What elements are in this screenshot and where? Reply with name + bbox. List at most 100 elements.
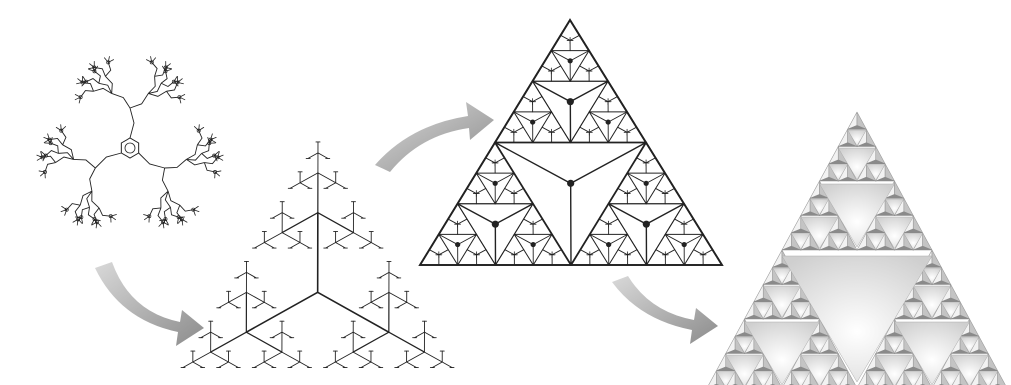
bond-chain xyxy=(167,191,180,206)
bond-chain xyxy=(80,206,90,218)
bond-chain xyxy=(50,142,59,154)
pyramid-face-base xyxy=(800,245,820,251)
tbutyl-bond xyxy=(80,216,83,224)
tbutyl-bond xyxy=(198,124,200,132)
tbutyl-bond xyxy=(178,216,183,223)
bond-chain xyxy=(148,83,162,94)
tree-twig xyxy=(343,212,354,219)
tree-twig xyxy=(263,301,275,309)
tree-twig xyxy=(299,182,311,189)
tree-branch xyxy=(317,172,337,184)
pyramid-hollow xyxy=(828,371,849,385)
bond-chain xyxy=(62,144,75,160)
tbutyl-bond xyxy=(162,221,165,229)
tree-branch xyxy=(317,212,355,234)
tree-twig xyxy=(271,331,283,339)
bond-chain xyxy=(44,162,56,173)
bond-chain xyxy=(186,159,205,166)
pyramid-hollow xyxy=(978,371,999,385)
pyramid-hollow xyxy=(950,354,989,385)
pyramid-hollow xyxy=(959,336,980,354)
tbutyl-bond xyxy=(177,82,184,85)
network-spoke xyxy=(513,233,534,246)
bond-chain xyxy=(60,130,67,145)
pyramid-face-base xyxy=(828,228,848,233)
tbutyl-bond xyxy=(178,94,186,98)
pyramid-face-base xyxy=(716,366,736,371)
tree-twig xyxy=(218,301,230,309)
tbutyl-bond xyxy=(107,59,114,63)
network-spoke xyxy=(589,249,600,256)
network-spoke xyxy=(607,111,628,123)
bond-chain xyxy=(151,62,158,77)
network-spoke xyxy=(447,218,459,225)
tree-twig xyxy=(424,331,435,339)
pyramid-face-base xyxy=(763,314,783,320)
bond-chain xyxy=(79,190,93,206)
network-node xyxy=(643,180,649,186)
network-spoke xyxy=(513,126,524,133)
tree-twig xyxy=(281,331,293,339)
tbutyl-bond xyxy=(94,218,98,226)
tree-twig xyxy=(253,361,265,368)
tree-twig xyxy=(281,212,293,219)
ester-oxygen xyxy=(163,69,168,74)
pyramid-face-base xyxy=(800,314,820,320)
tbutyl-bond xyxy=(94,65,98,72)
network-spoke xyxy=(607,96,618,103)
pyramid-face-base xyxy=(875,245,895,251)
network-node xyxy=(605,119,611,125)
tbutyl-bond xyxy=(146,59,153,63)
tbutyl-bond xyxy=(158,221,164,227)
network-spoke xyxy=(569,141,647,185)
bond-chain xyxy=(42,155,56,163)
network-spoke xyxy=(588,111,609,123)
network-spoke xyxy=(494,141,572,185)
tbutyl-bond xyxy=(177,78,183,83)
tree-twig xyxy=(378,271,390,279)
pyramid-hollow xyxy=(875,354,914,385)
network-spoke xyxy=(504,249,515,256)
network-spoke xyxy=(522,96,534,103)
tbutyl-bond xyxy=(110,215,116,221)
tbutyl-bond xyxy=(193,126,200,132)
bond-chain xyxy=(186,144,198,160)
pyramid-hollow xyxy=(715,371,736,385)
tbutyl-bond xyxy=(143,214,150,217)
tbutyl-bond xyxy=(210,133,213,140)
network-spoke xyxy=(569,34,580,41)
pyramid-face-base xyxy=(866,366,886,371)
network-spoke xyxy=(438,233,459,246)
pyramid-face-base xyxy=(950,314,970,320)
network-spoke xyxy=(693,249,704,256)
tree-twig xyxy=(253,301,265,309)
tbutyl-bond xyxy=(46,137,52,144)
tree-twig xyxy=(200,331,212,339)
bond-chain xyxy=(105,62,112,77)
bond-chain xyxy=(89,167,96,192)
bond-chain xyxy=(138,152,165,169)
ester-oxygen xyxy=(92,69,97,74)
network-spoke xyxy=(683,233,704,246)
network-spoke xyxy=(428,249,440,256)
tbutyl-bond xyxy=(43,136,50,140)
pyramid-face-base xyxy=(903,366,923,371)
tbutyl-bond xyxy=(91,218,95,225)
network-spoke xyxy=(569,50,590,62)
tbutyl-bond xyxy=(40,171,46,177)
pyramid-face-base xyxy=(838,245,858,251)
bond-chain xyxy=(87,207,95,220)
bond-chain xyxy=(98,82,113,94)
tree-branch xyxy=(263,351,283,363)
tbutyl-bond xyxy=(144,215,150,221)
tbutyl-bond xyxy=(81,81,87,87)
bond-chain xyxy=(105,75,113,94)
tbutyl-bond xyxy=(42,155,47,162)
bond-chain xyxy=(170,207,179,218)
bond-chain xyxy=(66,203,81,210)
pyramid-face-right xyxy=(959,370,969,385)
pyramid-face-base xyxy=(885,194,904,199)
tree-twig xyxy=(396,301,408,309)
tbutyl-bond xyxy=(181,218,184,226)
network-spoke xyxy=(523,218,534,225)
